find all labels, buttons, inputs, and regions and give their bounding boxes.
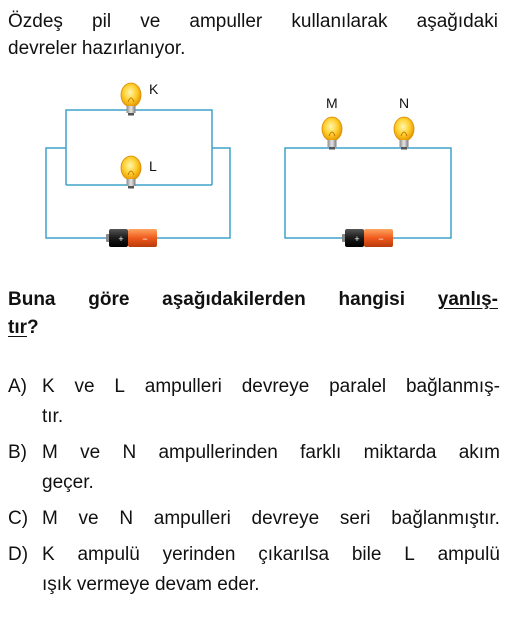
word: kullanılarak [291,11,388,32]
option-letter: C) [8,508,29,529]
question-line-2: tır? [8,314,498,342]
word: ve [80,442,101,463]
word: akım [458,442,500,463]
bulb-k-icon [120,82,142,116]
word: ampulü [437,544,500,565]
option-line-1: M ve N ampulleri devreye seri bağlanmışt… [42,504,500,534]
circuit-diagrams: K L M N + − + − [45,81,452,247]
word: çıkarılsa [258,544,330,565]
word: miktarda [363,442,437,463]
word: aşağıdakilerden [162,289,306,310]
intro-text: Özdeş pil ve ampuller kullanılarak aşağı… [8,8,498,62]
word: aşağıdaki [416,11,498,32]
label-n: N [399,95,409,111]
question-stem: Buna göre aşağıdakilerden hangisi yanlış… [8,286,498,342]
word: devreye [241,376,310,397]
word: yerinden [162,544,236,565]
word: K [42,376,55,397]
bulb-n-icon [393,116,415,150]
option-letter: D) [8,544,29,565]
question-line-1: Buna göre aşağıdakilerden hangisi yanlış… [8,286,498,314]
label-m: M [326,95,338,111]
battery-right-icon: + − [342,229,393,247]
word: ampullerinden [158,442,278,463]
option-line-2: ışık vermeye devam eder. [42,574,260,595]
word: ve [140,11,161,32]
word: pil [92,11,112,32]
word: ampuller [189,11,263,32]
option-line-1: M ve N ampullerinden farklı miktarda akı… [42,438,500,468]
option-letter: A) [8,376,27,397]
option-c[interactable]: C) M ve N ampulleri devreye seri bağlanm… [8,504,500,534]
option-line-2: tır. [42,406,64,427]
word: bağlanmıştır. [391,508,500,529]
word: bağlanmış- [405,376,500,397]
battery-minus-sign: − [142,234,147,244]
option-line-1: K ve L ampulleri devreye paralel bağlanm… [42,372,500,402]
emphasis-word: yanlış- [437,289,498,310]
intro-line-2: devreler hazırlanıyor. [8,38,186,59]
option-d[interactable]: D) K ampulü yerinden çıkarılsa bile L am… [8,540,500,600]
word: N [122,442,137,463]
series-circuit-wire [284,147,452,239]
word: devreye [251,508,320,529]
word: N [119,508,134,529]
word: ampulleri [144,376,222,397]
word: K [42,544,55,565]
battery-plus-sign: + [354,234,359,244]
word: ve [78,508,99,529]
option-line-2: geçer. [42,472,94,493]
question-mark: ? [27,317,39,338]
word: seri [339,508,371,529]
word: göre [88,289,130,310]
word: ampulleri [153,508,231,529]
bulb-l-icon [120,155,142,189]
intro-line-1: Özdeş pil ve ampuller kullanılarak aşağı… [8,8,498,35]
word: paralel [329,376,387,397]
label-k: K [149,81,159,97]
battery-minus-sign: − [378,234,383,244]
label-l: L [149,158,157,174]
word: hangisi [338,289,406,310]
bulb-m-icon [321,116,343,150]
answer-options: A) K ve L ampulleri devreye paralel bağl… [8,372,500,606]
battery-plus-sign: + [118,234,123,244]
word: farklı [300,442,342,463]
emphasis-word: tır [8,317,27,338]
word: M [42,442,58,463]
option-b[interactable]: B) M ve N ampullerinden farklı miktarda … [8,438,500,498]
word: Buna [8,289,56,310]
option-line-1: K ampulü yerinden çıkarılsa bile L ampul… [42,540,500,570]
battery-left-icon: + − [106,229,157,247]
word: Özdeş [8,11,63,32]
word: L [404,544,415,565]
option-letter: B) [8,442,27,463]
option-a[interactable]: A) K ve L ampulleri devreye paralel bağl… [8,372,500,432]
word: ampulü [77,544,140,565]
word: L [114,376,125,397]
word: ve [74,376,95,397]
word: bile [351,544,382,565]
word: M [42,508,58,529]
